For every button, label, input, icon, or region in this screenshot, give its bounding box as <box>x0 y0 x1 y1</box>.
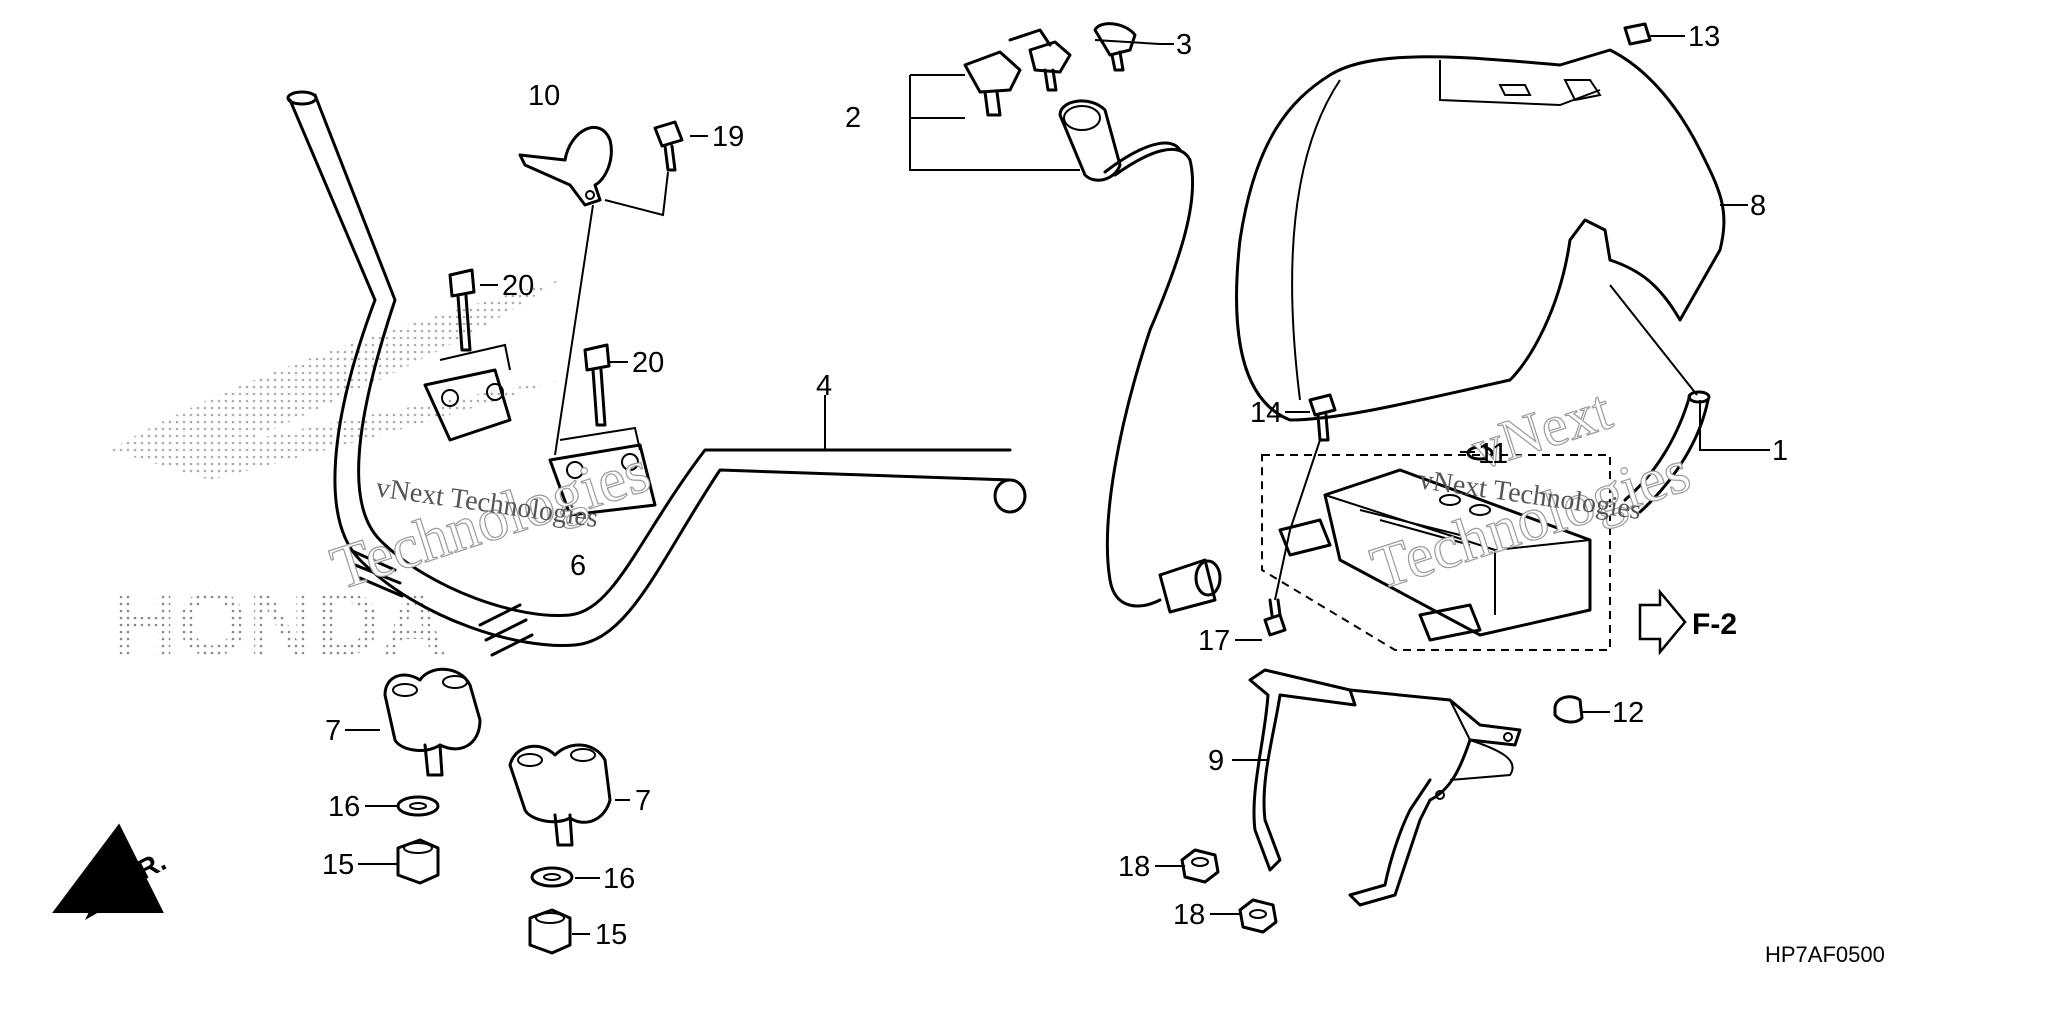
brand-watermark-text: HONDA <box>110 573 447 675</box>
meter-stay <box>1248 668 1522 907</box>
callout-2: 2 <box>845 102 861 134</box>
leader-lines <box>345 35 1770 935</box>
diagram-code: HP7AF0500 <box>1765 942 1885 967</box>
washer-16-right <box>530 866 574 888</box>
callout-20-right: 20 <box>632 347 664 379</box>
bracket-10 <box>518 126 613 207</box>
callout-11: 11 <box>1478 438 1508 470</box>
screw-17 <box>1263 598 1287 637</box>
callout-15-left: 15 <box>322 849 354 881</box>
handlebar-part <box>286 90 1027 657</box>
handlebar-band <box>348 548 534 657</box>
callout-6: 6 <box>570 550 586 582</box>
front-direction-marker: FR. <box>52 823 171 920</box>
callout-12: 12 <box>1612 697 1644 729</box>
callout-18-upper: 18 <box>1118 851 1150 883</box>
reference-arrow: F-2 <box>1638 588 1737 656</box>
ignition-key-switch <box>963 28 1072 117</box>
text-watermark-left: Technologies vNext Technologies <box>323 436 659 604</box>
bolt-20-left <box>448 268 476 352</box>
callout-18-lower: 18 <box>1173 899 1205 931</box>
upper-holder-left <box>423 343 512 442</box>
callout-1: 1 <box>1772 435 1788 467</box>
callout-8: 8 <box>1750 190 1766 222</box>
callout-9: 9 <box>1208 745 1224 777</box>
callout-19: 19 <box>712 121 744 153</box>
clip-3 <box>1093 22 1137 72</box>
callout-15-right: 15 <box>595 919 627 951</box>
bolt-14 <box>1308 393 1337 442</box>
bolt-19 <box>653 120 684 172</box>
callout-4: 4 <box>816 370 832 402</box>
bolt-20-right <box>583 343 611 427</box>
lower-holder-right <box>508 743 612 847</box>
nut-15-left <box>396 838 440 885</box>
upper-holder-right <box>548 426 657 517</box>
callout-7-left: 7 <box>325 715 341 747</box>
watermark-text: Technologies <box>323 437 658 604</box>
reference-label: F-2 <box>1692 608 1737 641</box>
callout-16-right: 16 <box>603 863 635 895</box>
callout-10: 10 <box>528 80 560 112</box>
callout-7-right: 7 <box>635 785 651 817</box>
callout-14: 14 <box>1250 397 1282 429</box>
ignition-switch-body <box>1058 99 1122 182</box>
callout-20-left: 20 <box>502 270 534 302</box>
callout-17: 17 <box>1198 625 1230 657</box>
callout-16-left: 16 <box>328 791 360 823</box>
handlebar-cover <box>1235 48 1726 422</box>
callout-13: 13 <box>1688 21 1720 53</box>
meter-assembly-frame <box>1261 454 1611 651</box>
callouts: 1 2 3 4 6 7 7 8 9 10 11 12 13 14 15 15 1… <box>322 21 1788 951</box>
nut-18-upper <box>1180 848 1220 884</box>
callout-3: 3 <box>1176 29 1192 61</box>
cable-connector <box>1158 558 1222 614</box>
nut-15-right <box>528 908 572 955</box>
clip-13 <box>1623 22 1652 46</box>
grommet-12 <box>1553 695 1584 724</box>
lower-holder-left <box>383 667 482 777</box>
washer-16-left <box>396 795 440 817</box>
front-label: FR. <box>117 845 171 893</box>
nut-18-lower <box>1238 898 1278 934</box>
text-watermark-right: Technologies vNext vNext Technologies <box>1363 376 1699 604</box>
meter-unit <box>1278 468 1592 642</box>
